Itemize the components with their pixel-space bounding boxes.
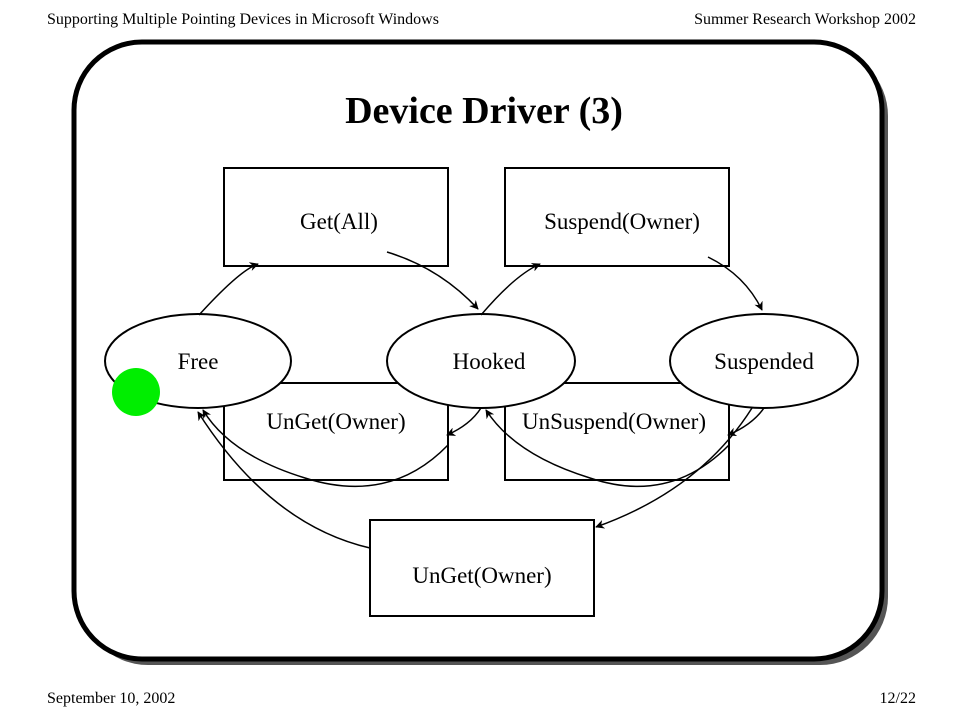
page-number: 12/22	[879, 690, 916, 707]
label-unsuspend-owner: UnSuspend(Owner)	[522, 409, 706, 434]
label-hooked: Hooked	[453, 349, 526, 374]
slide-title: Device Driver (3)	[345, 90, 623, 132]
arc-free-to-getall	[198, 262, 259, 316]
arc-suspended-to-ungetbottom	[595, 407, 753, 529]
label-unget-owner-top: UnGet(Owner)	[266, 409, 405, 434]
label-suspended: Suspended	[714, 349, 814, 374]
box-get-all	[223, 167, 449, 267]
arc-unsuspend-to-hooked	[485, 409, 730, 488]
arc-hooked-to-ungettop	[446, 407, 482, 436]
box-unget-owner-bottom	[369, 519, 595, 617]
arc-suspended-to-unsuspend	[727, 407, 765, 437]
label-free: Free	[178, 349, 219, 374]
label-suspend-owner: Suspend(Owner)	[544, 209, 700, 234]
header-title: Supporting Multiple Pointing Devices in …	[47, 11, 439, 28]
label-unget-owner-bottom: UnGet(Owner)	[412, 563, 551, 588]
arc-getall-to-hooked	[386, 251, 479, 310]
pointer-dot	[112, 368, 160, 416]
header-event: Summer Research Workshop 2002	[694, 11, 916, 28]
arc-ungetbottom-to-free	[197, 411, 371, 549]
arc-hooked-to-suspendowner	[480, 263, 541, 316]
arc-ungettop-to-free	[202, 409, 449, 488]
arc-suspendowner-to-suspended	[707, 256, 763, 311]
footer-date: September 10, 2002	[47, 690, 176, 707]
box-suspend-owner	[504, 167, 730, 267]
label-get-all: Get(All)	[300, 209, 378, 234]
